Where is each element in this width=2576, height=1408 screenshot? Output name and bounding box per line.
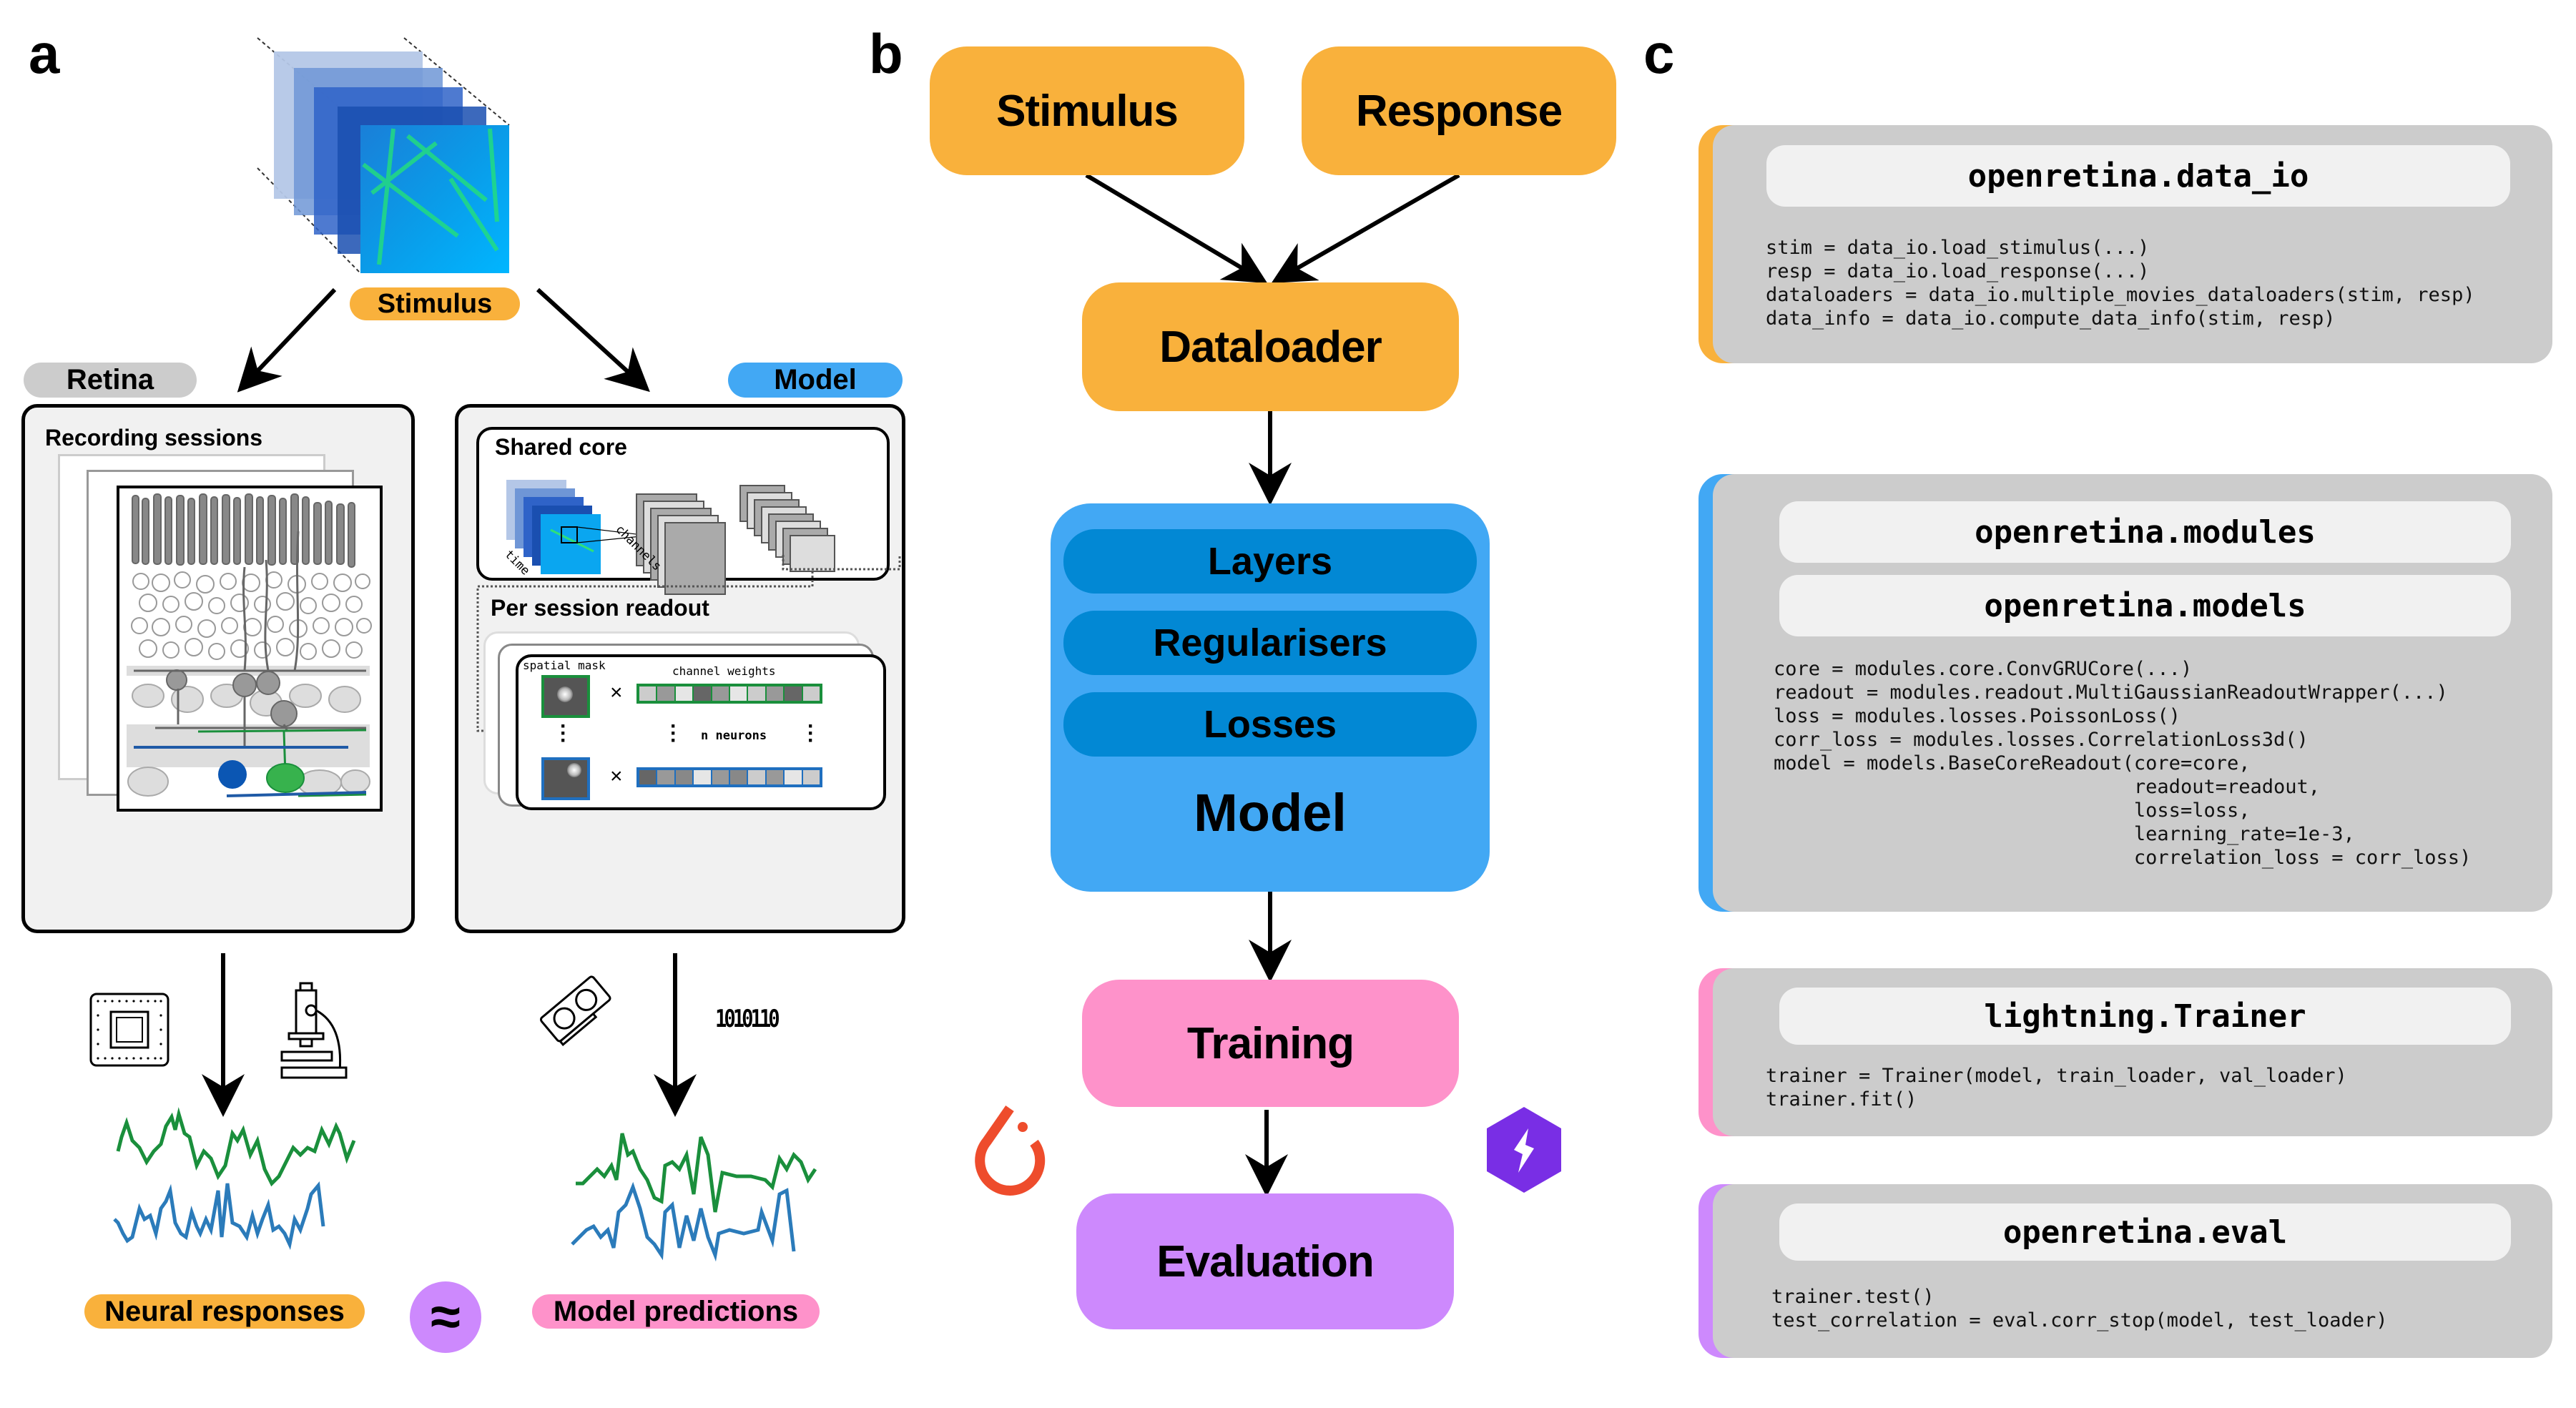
code-block-modules: openretina.modules openretina.models cor…: [1699, 474, 2552, 912]
arrow-response-to-dataloader: [1271, 173, 1460, 283]
spatial-mask-neuron-1: [541, 675, 590, 718]
model-prediction-trace-blue: [571, 1181, 796, 1262]
microelectrode-array-icon: [89, 993, 169, 1067]
neural-response-trace-green: [116, 1107, 356, 1187]
model-part-regularisers: Regularisers: [1063, 611, 1477, 675]
retina-box: Recording sessions: [21, 404, 415, 933]
gpu-icon: [539, 975, 611, 1046]
panel-label-a: a: [29, 22, 60, 85]
stimulus-box: Stimulus: [930, 46, 1244, 175]
readout-sheet-front: spatial mask channel weights × ··· ··· n…: [516, 654, 886, 810]
code-snippet-modules: core = modules.core.ConvGRUCore(...) rea…: [1774, 658, 2472, 869]
stimulus-frames-graphic: [257, 37, 510, 274]
vertical-ellipsis-2: ···: [670, 714, 677, 752]
code-block-trainer: lightning.Trainer trainer = Trainer(mode…: [1699, 968, 2552, 1136]
code-header-trainer: lightning.Trainer: [1779, 988, 2511, 1045]
spatial-mask-label: spatial mask: [523, 659, 606, 672]
code-snippet-data-io: stim = data_io.load_stimulus(...) resp =…: [1766, 237, 2475, 330]
approx-equal-icon: ≈: [431, 1286, 461, 1347]
code-snippet-eval: trainer.test() test_correlation = eval.c…: [1771, 1286, 2388, 1331]
code-snippet-trainer: trainer = Trainer(model, train_loader, v…: [1766, 1065, 2347, 1111]
neural-response-traces: [113, 1107, 356, 1250]
code-block-eval: openretina.eval trainer.test() test_corr…: [1699, 1184, 2552, 1358]
pytorch-icon: [975, 1106, 1046, 1196]
shared-core-box: Shared core: [476, 427, 901, 595]
stimulus-frame-stack: [250, 36, 522, 279]
shared-core-title: Shared core: [495, 434, 627, 460]
recording-sessions-title: Recording sessions: [45, 425, 263, 451]
channel-weights-neuron-n: [636, 767, 822, 787]
panel-label-c: c: [1643, 22, 1675, 85]
code-block-data-io: openretina.data_io stim = data_io.load_s…: [1699, 125, 2552, 363]
model-box-b: Layers Regularisers Losses Model: [1051, 503, 1490, 892]
arrow-stimulus-to-model: [536, 287, 650, 393]
channel-weights-label: channel weights: [672, 664, 776, 678]
model-pill: Model: [728, 363, 903, 398]
retina-cross-section-illustration: [127, 493, 372, 797]
arrow-stimulus-to-dataloader: [1085, 173, 1268, 284]
code-header-eval: openretina.eval: [1779, 1203, 2511, 1261]
model-part-layers: Layers: [1063, 529, 1477, 594]
vertical-ellipsis-3: ···: [807, 714, 815, 752]
approx-equal-badge: ≈: [410, 1281, 481, 1353]
stimulus-pill: Stimulus: [350, 287, 520, 320]
neural-response-trace-blue: [113, 1181, 325, 1250]
core-feature-maps-graphic: time channels: [501, 480, 901, 595]
training-box: Training: [1082, 980, 1459, 1107]
dataloader-box: Dataloader: [1082, 282, 1459, 411]
session-sheet-front: [117, 486, 383, 812]
multiply-symbol-1: ×: [610, 681, 623, 704]
model-box: Shared core: [455, 404, 905, 933]
response-box: Response: [1302, 46, 1616, 175]
retina-pill: Retina: [24, 363, 197, 398]
model-predictions-pill: Model predictions: [532, 1294, 820, 1329]
neural-responses-pill: Neural responses: [84, 1294, 365, 1329]
spatial-mask-neuron-n: [541, 757, 590, 800]
binary-code-icon: 1010110: [715, 1005, 780, 1033]
model-prediction-trace-green: [576, 1133, 817, 1213]
code-header-models: openretina.models: [1779, 575, 2511, 636]
microscope-icon: [280, 982, 348, 1079]
model-title: Model: [1194, 783, 1347, 842]
channel-weights-neuron-1: [636, 684, 822, 704]
panel-label-b: b: [869, 22, 903, 85]
per-session-readout-title: Per session readout: [491, 595, 709, 621]
evaluation-box: Evaluation: [1076, 1193, 1454, 1329]
lightning-icon: [1487, 1107, 1561, 1193]
code-header-modules: openretina.modules: [1779, 501, 2511, 563]
code-header-data-io: openretina.data_io: [1766, 145, 2510, 207]
arrow-stimulus-to-retina: [237, 287, 650, 393]
model-prediction-traces: [571, 1133, 817, 1262]
vertical-ellipsis-1: ···: [560, 714, 567, 752]
n-neurons-label: n neurons: [701, 729, 767, 743]
arrow-retina-to-responses: [202, 953, 697, 1117]
model-part-losses: Losses: [1063, 692, 1477, 757]
multiply-symbol-n: ×: [610, 764, 623, 788]
